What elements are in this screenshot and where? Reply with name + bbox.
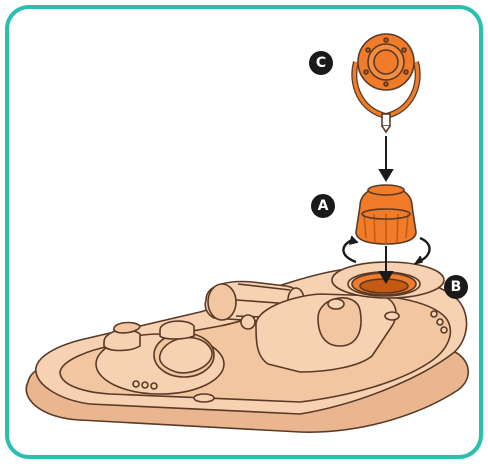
callout-c: C (309, 51, 333, 75)
part-a-cap (356, 185, 416, 244)
callout-b: B (444, 275, 468, 299)
callout-a: A (311, 194, 335, 218)
